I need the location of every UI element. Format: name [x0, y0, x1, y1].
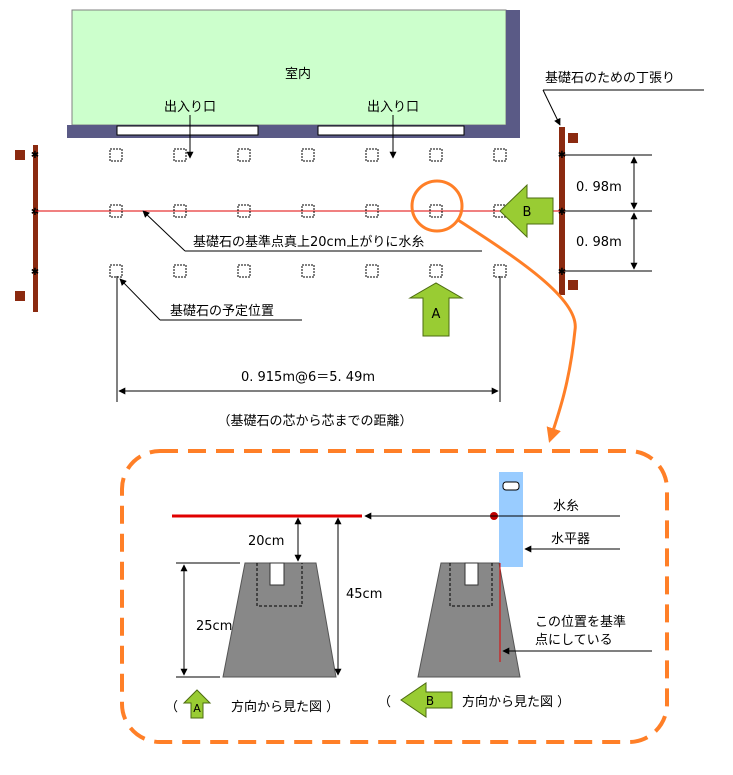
view-arrow-a: A [408, 282, 464, 337]
stone-view-b [417, 562, 521, 678]
water-line-note: 基礎石の基準点真上20cm上がりに水糸 [193, 234, 424, 250]
planned-position-label: 基礎石の予定位置 [170, 304, 274, 319]
stone-view-a [222, 562, 337, 678]
indoor-floor [71, 9, 507, 126]
batter-board-right: ✱ ✱ ✱ [558, 127, 578, 295]
foundation-stone-marker [109, 148, 123, 162]
foundation-stone-marker [173, 264, 187, 278]
view-b-close: 方向から見た図 ） [462, 694, 570, 710]
foundation-stone-marker [237, 264, 251, 278]
right-nail-bottom: ✱ [558, 267, 566, 278]
dim-45cm-label: 45cm [346, 587, 382, 602]
left-stake-bottom [15, 291, 25, 301]
foundation-stone-marker [493, 264, 507, 278]
right-nail-mid: ✱ [558, 207, 566, 218]
foundation-stone-grid [109, 148, 507, 278]
view-a-close: 方向から見た図 ） [231, 699, 339, 715]
foundation-stone-marker [173, 204, 187, 218]
level-bubble [502, 481, 520, 491]
foundation-stone-marker [365, 264, 379, 278]
view-a-letter: A [193, 702, 201, 715]
right-nail-top: ✱ [558, 150, 566, 161]
left-nail-bottom: ✱ [31, 267, 39, 278]
entrance-left-label: 出入り口 [164, 100, 216, 115]
foundation-stone-marker [429, 204, 443, 218]
entrance-right-label: 出入り口 [367, 100, 419, 115]
foundation-stone-marker [237, 148, 251, 162]
batter-board-left: ✱ ✱ ✱ [15, 145, 39, 312]
detail-connector-arrow [457, 218, 577, 443]
batter-board-leader-arrow [542, 89, 561, 126]
foundation-stone-marker [365, 148, 379, 162]
view-b-letter: B [426, 694, 434, 708]
arrow-b-label: B [523, 205, 532, 220]
reference-point-line1: この位置を基準 [535, 614, 626, 630]
foundation-stone-marker [301, 148, 315, 162]
spacing-dimensions: 0. 98m 0. 98m [565, 154, 652, 272]
level-instrument-label: 水平器 [551, 532, 590, 547]
left-nail-top: ✱ [31, 150, 39, 161]
left-nail-mid: ✱ [31, 207, 39, 218]
foundation-stone-marker [173, 148, 187, 162]
left-stake-top [15, 150, 25, 160]
view-caption-a: （ A 方向から見た図 ） [165, 689, 339, 719]
water-thread-label: 水糸 [553, 499, 579, 514]
right-board-post [559, 127, 565, 295]
foundation-stone-marker [237, 204, 251, 218]
entrance-left-opening [116, 125, 259, 136]
foundation-stone-marker [429, 148, 443, 162]
view-b-open: （ [378, 695, 391, 710]
span-dimension-label: 0. 915m@6＝5. 49m [241, 370, 375, 385]
batter-board-label: 基礎石のための丁張り [545, 71, 675, 86]
indoor-area: 室内 出入り口 出入り口 [67, 9, 520, 159]
right-wall [506, 10, 520, 138]
view-a-open: （ [165, 700, 178, 715]
detail-panel [120, 449, 669, 744]
right-stake-bottom [568, 280, 578, 290]
foundation-stone-marker [429, 264, 443, 278]
foundation-stone-marker [109, 204, 123, 218]
foundation-stone-marker [493, 148, 507, 162]
spacing-top-label: 0. 98m [576, 180, 622, 195]
span-note: （基礎石の芯から芯までの距離） [217, 414, 412, 429]
reference-point-line2: 点にしている [535, 633, 613, 648]
foundation-stone-marker [301, 264, 315, 278]
left-board-post [33, 145, 38, 312]
arrow-a-label: A [432, 307, 441, 322]
spacing-bottom-label: 0. 98m [576, 235, 622, 250]
indoor-label: 室内 [285, 66, 311, 82]
detail-focus-circle [410, 179, 464, 233]
dim-20cm-label: 20cm [248, 534, 284, 549]
foundation-stone-marker [109, 264, 123, 278]
dim-25cm-label: 25cm [196, 619, 232, 634]
water-line-callout: 基礎石の基準点真上20cm上がりに水糸 [142, 210, 482, 252]
entrance-right-opening [317, 125, 465, 136]
view-arrow-b: B [499, 183, 554, 239]
right-stake-top [568, 133, 578, 143]
foundation-stone-marker [365, 204, 379, 218]
view-caption-b: （ B 方向から見た図 ） [378, 682, 570, 718]
span-dimension: 0. 915m@6＝5. 49m （基礎石の芯から芯までの距離） [116, 276, 501, 429]
foundation-stone-marker [301, 204, 315, 218]
planned-position-callout: 基礎石の予定位置 [119, 278, 302, 321]
